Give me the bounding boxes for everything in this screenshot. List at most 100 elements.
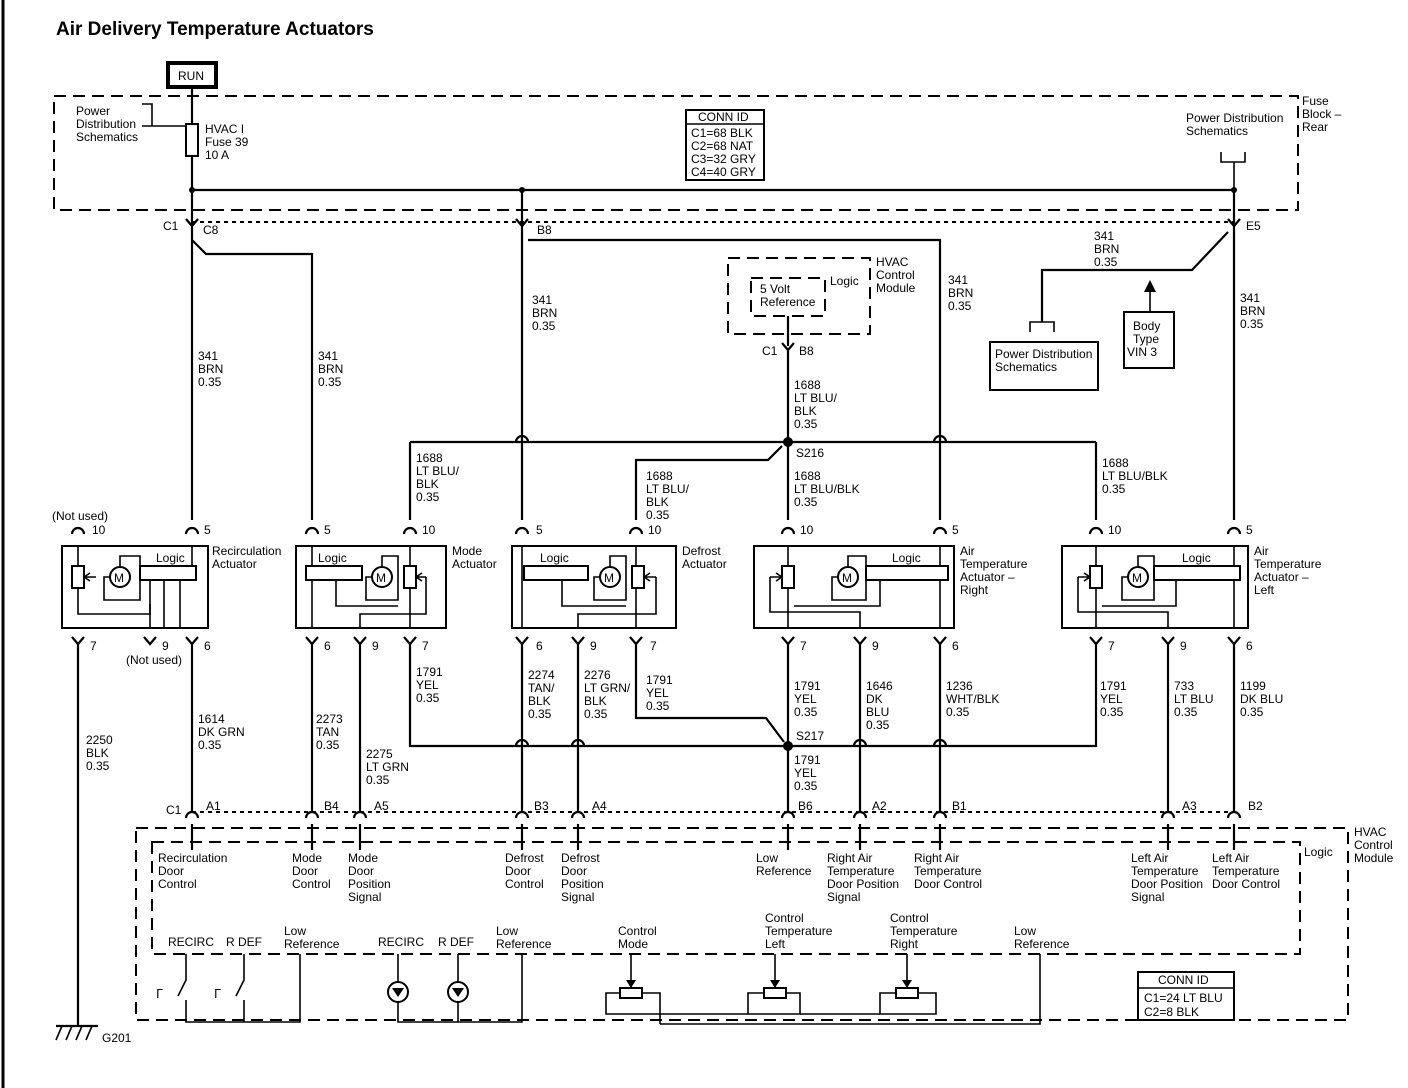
svg-text:Distribution: Distribution [76,117,136,131]
svg-text:733: 733 [1174,679,1194,693]
svg-text:1614: 1614 [198,712,225,726]
power-distribution-ref-left: Power Distribution Schematics [76,103,192,144]
svg-text:Door Position: Door Position [1131,877,1203,891]
svg-text:Left: Left [765,937,786,951]
svg-text:RECIRC: RECIRC [378,935,424,949]
svg-text:BRN: BRN [1094,242,1119,256]
svg-text:1688: 1688 [1102,456,1129,470]
svg-text:LT BLU/: LT BLU/ [416,464,460,478]
svg-text:M: M [842,571,852,585]
svg-text:2250: 2250 [86,733,113,747]
hvac-logic-outline [151,841,1301,955]
svg-text:Schematics: Schematics [76,130,138,144]
svg-text:Low: Low [756,851,778,865]
svg-text:1791: 1791 [794,679,821,693]
svg-text:Signal: Signal [348,890,381,904]
svg-text:RUN: RUN [178,69,204,83]
svg-text:TAN/: TAN/ [528,681,555,695]
svg-text:0.35: 0.35 [1100,705,1124,719]
top-connector-pins: C1 C8 B8 E5 [163,217,1261,237]
svg-text:0.35: 0.35 [532,319,556,333]
svg-text:1688: 1688 [416,451,443,465]
svg-text:7: 7 [90,639,97,653]
svg-text:0.35: 0.35 [318,375,342,389]
svg-text:0.35: 0.35 [366,773,390,787]
svg-text:Actuator: Actuator [212,557,257,571]
svg-text:M: M [376,571,386,585]
svg-text:Control: Control [505,877,544,891]
svg-text:Mode: Mode [452,544,482,558]
svg-text:Logic: Logic [830,274,859,288]
svg-text:C1: C1 [166,803,182,817]
svg-text:341: 341 [948,273,968,287]
svg-text:Block –: Block – [1302,107,1342,121]
svg-text:1236: 1236 [946,679,973,693]
svg-text:Type: Type [1133,332,1159,346]
svg-text:Control: Control [876,268,915,282]
air-temperature-actuator-left: M Logic Air Temperature Actuator – Left [1061,544,1322,629]
svg-text:M: M [1132,571,1142,585]
svg-text:C2=68 NAT: C2=68 NAT [691,139,754,153]
svg-text:9: 9 [872,639,879,653]
conn-id-bottom: CONN ID C1=24 LT BLU C2=8 BLK [1137,971,1235,1021]
svg-text:Temperature: Temperature [1254,557,1322,571]
svg-text:DK GRN: DK GRN [198,725,245,739]
svg-text:C1: C1 [163,219,179,233]
svg-text:1688: 1688 [794,378,821,392]
svg-text:B6: B6 [798,799,813,813]
svg-text:M: M [604,571,614,585]
svg-text:0.35: 0.35 [794,495,818,509]
svg-text:1791: 1791 [794,753,821,767]
svg-text:9: 9 [162,639,169,653]
svg-text:(Not used): (Not used) [52,509,108,523]
svg-text:Right: Right [890,937,919,951]
svg-text:M: M [114,571,124,585]
svg-text:HVAC: HVAC [876,255,909,269]
svg-text:Temperature: Temperature [765,924,833,938]
body-type-ref: Body Type VIN 3 [1123,280,1175,369]
svg-text:DK: DK [866,692,883,706]
svg-text:Rear: Rear [1302,120,1328,134]
svg-text:Door Control: Door Control [1212,877,1280,891]
svg-text:0.35: 0.35 [646,699,670,713]
svg-text:1688: 1688 [794,469,821,483]
svg-text:5: 5 [952,523,959,537]
svg-text:B8: B8 [537,223,552,237]
hvac-module-top: 5 Volt Reference Logic HVAC Control Modu… [727,255,916,442]
svg-text:Right: Right [960,583,989,597]
svg-text:C8: C8 [203,223,219,237]
svg-text:Temperature: Temperature [914,864,982,878]
svg-text:Control: Control [618,924,657,938]
svg-text:Left: Left [1254,583,1275,597]
svg-text:0.35: 0.35 [584,707,608,721]
svg-text:BRN: BRN [318,362,343,376]
svg-text:Defrost: Defrost [505,851,544,865]
svg-text:RECIRC: RECIRC [168,935,214,949]
svg-text:YEL: YEL [416,678,439,692]
svg-text:5: 5 [204,523,211,537]
svg-text:C3=32 GRY: C3=32 GRY [691,152,756,166]
svg-text:5: 5 [1246,523,1253,537]
svg-text:1791: 1791 [646,673,673,687]
svg-text:(Not used): (Not used) [126,653,182,667]
svg-text:CONN ID: CONN ID [698,110,749,124]
svg-text:Power: Power [76,104,110,118]
svg-text:Temperature: Temperature [1131,864,1199,878]
svg-text:Reference: Reference [496,937,552,951]
svg-text:Low: Low [496,924,518,938]
diagram-title: Air Delivery Temperature Actuators [56,19,374,40]
svg-text:Control: Control [1354,838,1393,852]
svg-text:1199: 1199 [1240,679,1266,693]
svg-text:0.35: 0.35 [1094,255,1118,269]
svg-text:BLK: BLK [86,746,109,760]
svg-text:A4: A4 [592,799,607,813]
svg-text:Actuator: Actuator [682,557,727,571]
svg-text:BRN: BRN [198,362,223,376]
svg-text:HVAC: HVAC [1354,825,1387,839]
svg-text:Logic: Logic [1304,845,1333,859]
